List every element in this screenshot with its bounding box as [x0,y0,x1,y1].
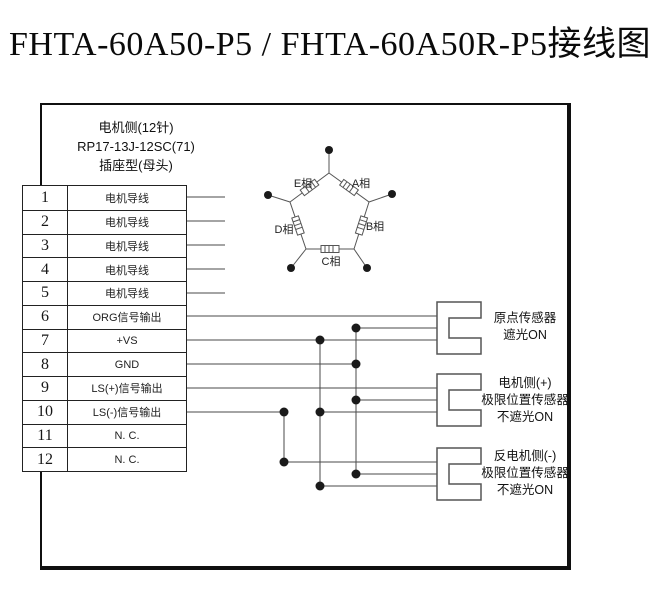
pin-number: 9 [23,377,68,400]
connector-type: 插座型(母头) [99,158,173,173]
pin-label: LS(-)信号输出 [92,407,162,420]
wire-junction-dots [279,323,361,491]
sensor-name: 极限位置传感器 [481,393,569,407]
pin-label: 电机导线 [105,288,149,301]
sensor-side: 电机侧(+) [498,376,552,390]
sensor-side: 反电机侧(-) [493,449,557,463]
pin-row-7: 7 +VS [23,328,186,353]
pin-row-12: 12 N. C. [23,447,186,471]
signal-wires [187,315,437,487]
connector-model: RP17-13J-12SC(71) [77,139,195,154]
pin-label: ORG信号输出 [92,312,162,325]
winding-terminal-dots [264,146,396,272]
pin-row-11: 11 N. C. [23,423,186,448]
phase-label-D: D相 [274,224,294,236]
sensor-name: 极限位置传感器 [481,466,569,480]
sensor-mode: 遮光ON [503,328,547,342]
pin-label: LS(+)信号输出 [91,383,163,396]
phase-coils [291,178,369,253]
pin-label: +VS [116,334,138,347]
phase-label-C: C相 [321,256,341,268]
phase-label-E: E相 [293,178,313,190]
pin-table: 1 电机导线 2 电机导线 3 电机导线 4 电机导线 5 电机导线 6 ORG信号输出 7… [22,185,187,472]
pin-number: 4 [23,258,68,281]
pin-label: N. C. [114,453,140,466]
plus-limit-sensor-label: 电机侧(+) 极限位置传感器 不遮光ON [455,375,595,426]
connector-side: 电机侧(12针) [98,120,174,135]
coil-B [354,215,369,236]
pin-row-1: 1 电机导线 [23,186,186,210]
pin-number: 3 [23,234,68,258]
pin-row-5: 5 电机导线 [23,281,186,305]
pin-label: 电机导线 [105,217,149,230]
pin-label: 电机导线 [105,192,149,205]
coil-A [338,178,360,197]
pin-label: N. C. [114,429,140,442]
origin-sensor-label: 原点传感器 遮光ON [455,310,595,344]
phase-label-B: B相 [365,221,385,233]
pin-number: 6 [23,305,68,329]
plus-limit-sensor-symbol [436,373,482,427]
page-title: FHTA-60A50-P5 / FHTA-60A50R-P5接线图 [9,26,651,63]
coil-C [320,245,340,253]
pin-number: 7 [23,329,68,353]
sensor-mode: 不遮光ON [496,410,554,424]
pin-number: 2 [23,210,68,234]
pin-number: 12 [23,448,68,471]
pin-row-2: 2 电机导线 [23,209,186,234]
sensor-mode: 不遮光ON [496,483,554,497]
motor-lead-stubs [187,196,225,294]
pin-row-4: 4 电机导线 [23,257,186,281]
minus-limit-sensor-label: 反电机侧(-) 极限位置传感器 不遮光ON [455,448,595,499]
coil-D [291,215,305,236]
pin-label: GND [114,358,140,371]
pin-number: 1 [23,186,68,210]
pin-number: 8 [23,353,68,376]
pin-number: 11 [23,424,68,448]
pin-row-6: 6 ORG信号输出 [23,304,186,329]
pin-label: 电机导线 [105,264,149,277]
pin-row-3: 3 电机导线 [23,233,186,258]
pin-row-10: 10 LS(-)信号输出 [23,399,186,424]
pin-row-8: 8 GND [23,352,186,376]
minus-limit-sensor-symbol [436,447,482,501]
coil-E [299,178,320,197]
pin-number: 5 [23,282,68,305]
phase-label-A: A相 [351,178,371,190]
connector-header: 电机侧(12针) RP17-13J-12SC(71) 插座型(母头) [48,118,224,175]
pin-label: 电机导线 [105,240,149,253]
origin-sensor-symbol [436,301,482,355]
pin-number: 10 [23,400,68,424]
sensor-name: 原点传感器 [493,311,557,325]
pin-row-9: 9 LS(+)信号输出 [23,376,186,400]
